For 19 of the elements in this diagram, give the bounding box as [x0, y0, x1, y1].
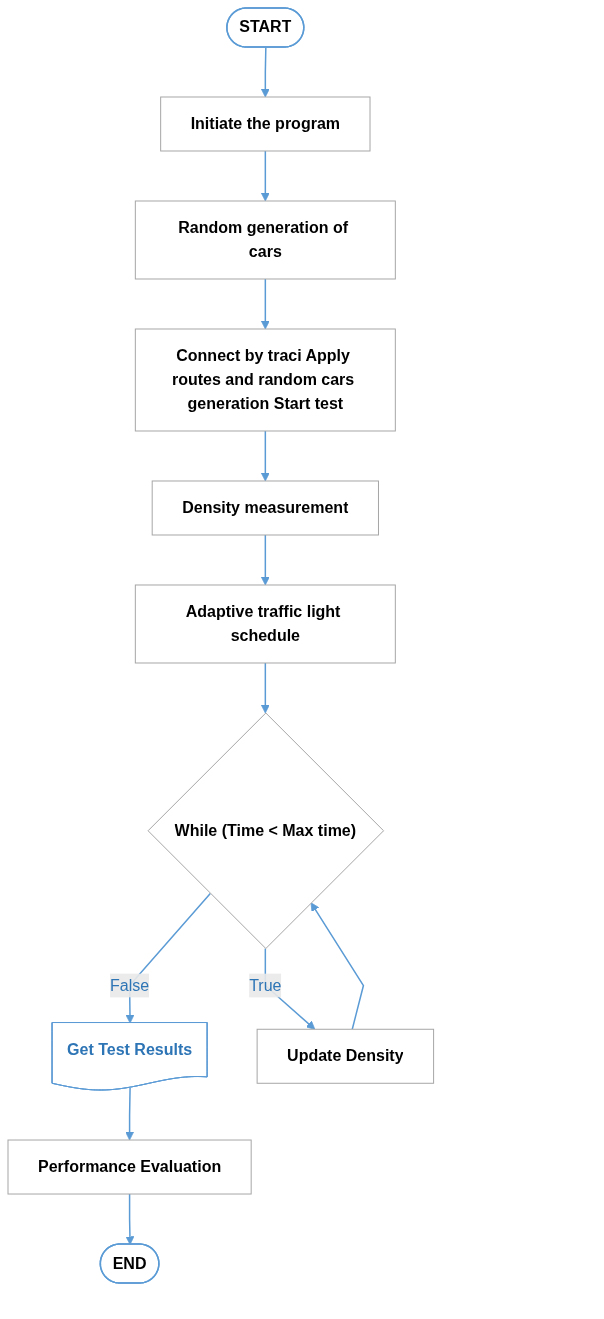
arrow	[260, 662, 270, 714]
node-box: Random generation of cars	[134, 200, 396, 280]
node-box: Update Density	[256, 1028, 435, 1084]
arrow	[125, 1087, 134, 1141]
node-box: Performance Evaluation	[7, 1139, 252, 1195]
arrow	[260, 46, 270, 98]
node-diamond: While (Time < Max time)	[147, 712, 385, 949]
arrow	[260, 150, 270, 202]
arrow	[260, 430, 270, 482]
edge-label: True	[249, 976, 282, 994]
node-box: Adaptive traffic light schedule	[134, 584, 396, 664]
arrow	[125, 1193, 135, 1245]
node-box: Initiate the program	[160, 96, 371, 152]
arrow	[310, 902, 365, 1030]
edge-label: False	[110, 976, 150, 994]
arrow	[260, 534, 270, 586]
node-box: Connect by traci Apply routes and random cars generation Start test	[134, 328, 396, 432]
node-box: Density measurement	[151, 480, 379, 536]
arrow	[260, 278, 270, 330]
